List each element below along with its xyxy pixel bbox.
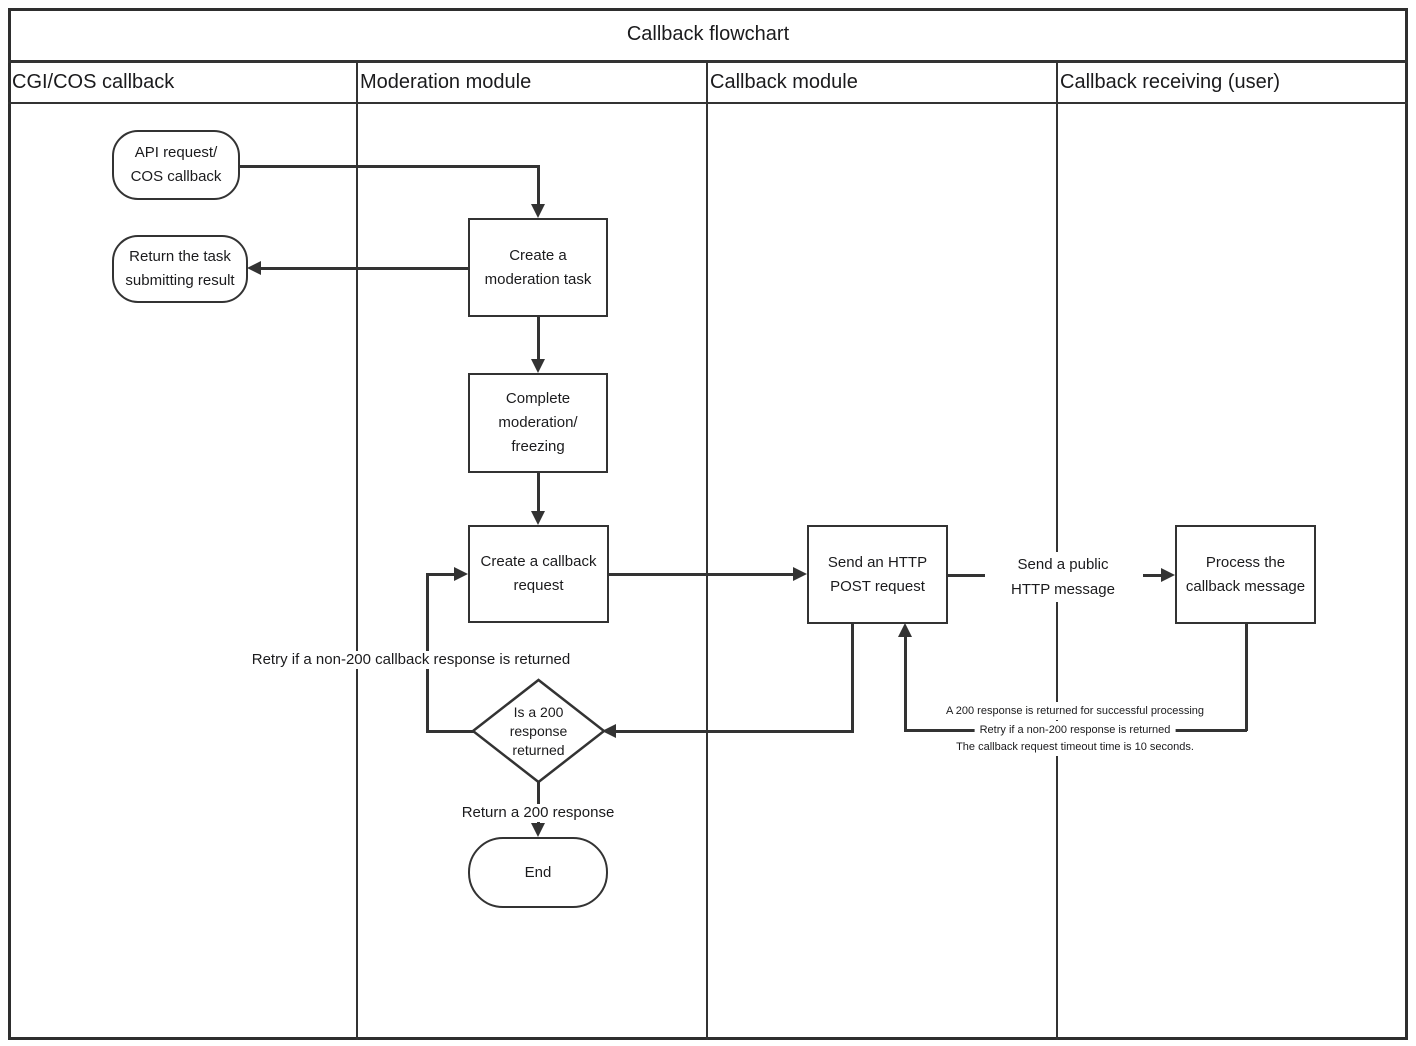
page-title: Callback flowchart (626, 22, 790, 45)
edge-label-return-200-response: Return a 200 response (456, 804, 620, 822)
lane-divider-2 (705, 59, 709, 1040)
edge-label-callback-note-line-2: Retry if a non-200 response is returned (974, 721, 1176, 739)
edge-label-send-public-http-message: Send a public HTTP message (1005, 552, 1121, 602)
node-api-request-cos-callback: API request/ COS callback (112, 130, 240, 200)
node-return-task-submitting-result: Return the task submitting result (112, 235, 248, 303)
lane-header-cgi-cos-callback: CGI/COS callback (12, 70, 175, 93)
node-process-callback-message: Process the callback message (1175, 525, 1316, 624)
node-complete-moderation-freezing: Complete moderation/ freezing (468, 373, 608, 473)
decision-diamond-shape (471, 678, 606, 784)
lane-header-callback-module: Callback module (710, 70, 858, 93)
lane-divider-1 (355, 59, 359, 1040)
edge-label-callback-note-line-3: The callback request timeout time is 10 … (951, 738, 1199, 756)
edge-label-retry-non-200-callback: Retry if a non-200 callback response is … (246, 651, 576, 669)
lane-header-callback-receiving-user: Callback receiving (user) (1060, 70, 1281, 93)
node-is-200-response-returned: Is a 200 response returned (471, 678, 606, 784)
node-end: End (468, 837, 608, 908)
node-create-callback-request: Create a callback request (468, 525, 609, 623)
edge-label-callback-note-line-1: A 200 response is returned for successfu… (940, 702, 1210, 720)
lane-header-moderation-module: Moderation module (360, 70, 532, 93)
node-send-http-post-request: Send an HTTP POST request (807, 525, 948, 624)
lane-divider-3 (1055, 59, 1059, 1040)
node-create-moderation-task: Create a moderation task (468, 218, 608, 317)
decision-label: Is a 200 response returned (509, 703, 568, 758)
